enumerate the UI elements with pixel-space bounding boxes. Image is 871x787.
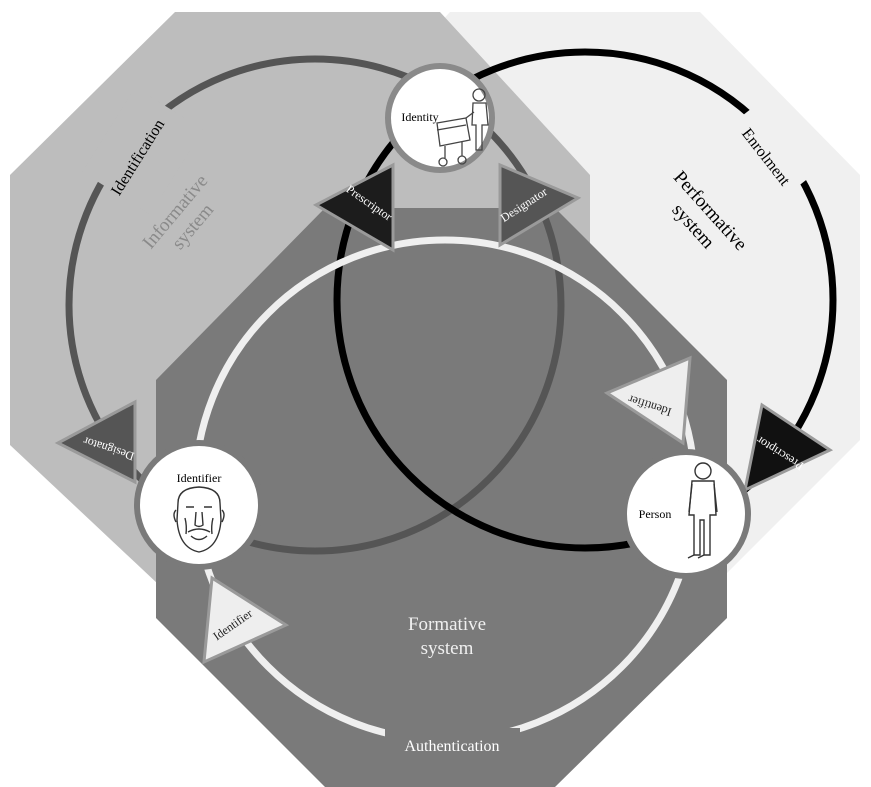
designator-arrow-left: Designator xyxy=(54,399,137,485)
prescriptor-arrow-top: Prescriptor xyxy=(312,162,395,253)
authentication-label: Authentication xyxy=(404,738,499,755)
identity-node-label: Identity xyxy=(401,110,438,124)
person-node-label: Person xyxy=(639,507,672,521)
identifier-node: Identifier xyxy=(134,440,264,570)
authentication-label-bg xyxy=(385,728,520,760)
identity-node: Identity xyxy=(385,63,495,173)
identifier-node-label: Identifier xyxy=(177,471,222,485)
informative-cycle-ring xyxy=(65,55,565,555)
identifier-arrow-bottom: Identifier xyxy=(202,575,290,665)
identification-label-bg xyxy=(82,87,204,215)
formative-system-label-line1: Formative xyxy=(408,614,486,635)
performative-cycle-ring xyxy=(333,48,837,552)
person-with-cart-icon xyxy=(436,88,489,167)
face-icon xyxy=(173,486,225,553)
enrolment-label-bg xyxy=(713,94,825,209)
designator-arrow-top: Designator xyxy=(498,162,582,248)
formative-system-octagon xyxy=(156,208,727,787)
standing-person-icon xyxy=(687,462,718,559)
identifier-arrow-right: Identifier xyxy=(603,355,692,446)
formative-system-label-line2: system xyxy=(421,638,474,659)
person-node: Person xyxy=(621,449,751,579)
prescriptor-arrow-right: Prescriptor xyxy=(742,402,834,493)
